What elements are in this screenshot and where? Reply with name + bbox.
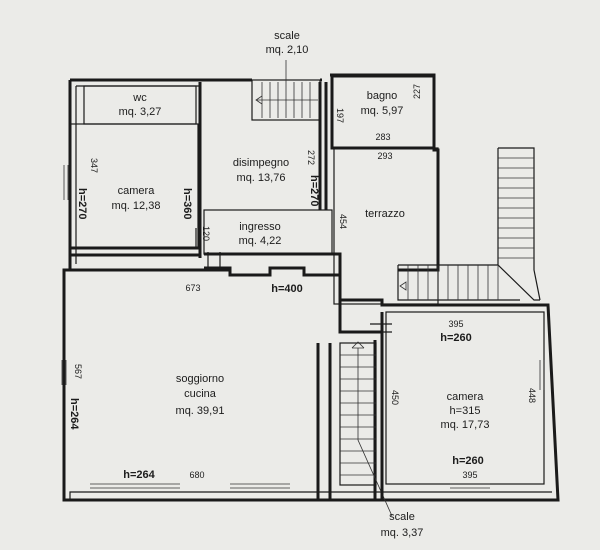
disimpegno-area: mq. 13,76 [237, 172, 286, 184]
dim-454: 454 [338, 214, 348, 229]
camera-2-label: camera [447, 391, 485, 403]
dim-120: 120 [201, 226, 211, 241]
height-270-left: h=270 [76, 188, 88, 220]
scale-top-area: mq. 2,10 [266, 44, 309, 56]
cucina-label: cucina [184, 388, 217, 400]
disimpegno-label: disimpegno [233, 157, 289, 169]
partition-wall [204, 252, 342, 277]
wc-area: mq. 3,27 [119, 106, 162, 118]
dim-448: 448 [527, 388, 537, 403]
dim-227: 227 [412, 84, 422, 99]
stairs-top [251, 60, 321, 121]
dim-680: 680 [189, 470, 204, 480]
bagno-area: mq. 5,97 [361, 105, 404, 117]
dim-272: 272 [306, 150, 316, 165]
scale-bottom-area: mq. 3,37 [381, 527, 424, 539]
ingresso-area: mq. 4,22 [239, 235, 282, 247]
dim-673: 673 [185, 283, 200, 293]
height-400: h=400 [271, 283, 303, 295]
height-360: h=360 [181, 188, 193, 220]
camera-2-area: mq. 17,73 [441, 419, 490, 431]
height-264-bottom: h=264 [123, 469, 155, 481]
outer-wall [62, 73, 560, 502]
terrazzo-label: terrazzo [365, 208, 405, 220]
camera-2-height: h=315 [450, 405, 481, 417]
stairs-right [397, 147, 541, 301]
dim-567: 567 [73, 364, 83, 379]
scale-bottom-label: scale [389, 511, 415, 523]
bagno-label: bagno [367, 90, 398, 102]
height-260-bottom: h=260 [452, 455, 484, 467]
height-270-mid: h=270 [308, 175, 320, 207]
camera-1-area: mq. 12,38 [112, 200, 161, 212]
soggiorno-walls [64, 268, 384, 500]
dim-450: 450 [390, 390, 400, 405]
inner-wall-double [69, 85, 552, 500]
dim-395-top: 395 [448, 319, 463, 329]
ingresso-label: ingresso [239, 221, 281, 233]
terrazzo-area [333, 147, 439, 305]
dim-197: 197 [335, 108, 345, 123]
wc-label: wc [132, 92, 147, 104]
scale-top-label: scale [274, 30, 300, 42]
door-marks [195, 184, 392, 333]
dim-347: 347 [89, 158, 99, 173]
soggiorno-area: mq. 39,91 [176, 405, 225, 417]
stairs-bottom [316, 340, 393, 517]
dim-293: 293 [377, 151, 392, 161]
dim-283: 283 [375, 132, 390, 142]
windows [61, 165, 545, 489]
dim-395-bottom: 395 [462, 470, 477, 480]
camera-1-bottom-wall [68, 246, 202, 257]
soggiorno-label: soggiorno [176, 373, 224, 385]
height-264-left: h=264 [68, 398, 80, 430]
camera-1-label: camera [118, 185, 156, 197]
height-260-top: h=260 [440, 332, 472, 344]
